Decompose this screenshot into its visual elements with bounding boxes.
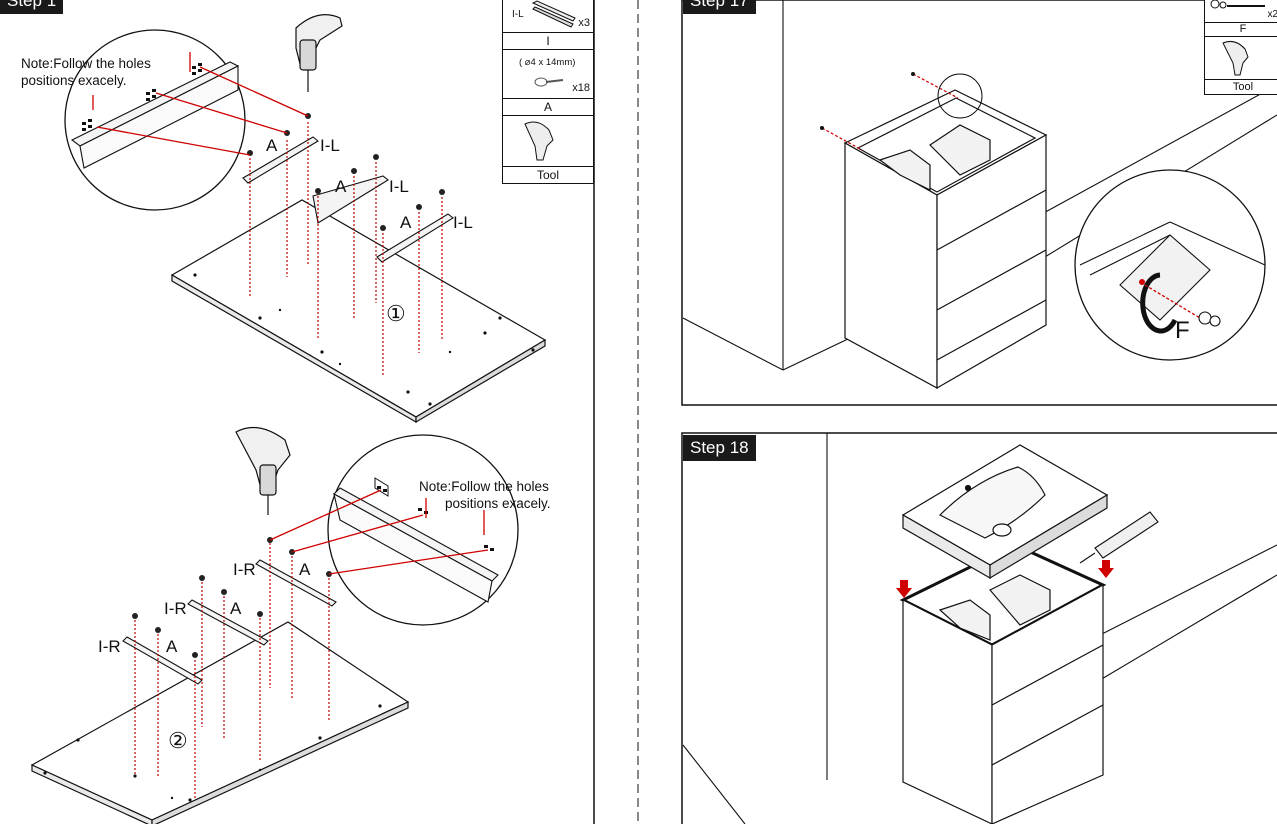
detail-letter-f: F: [1175, 317, 1190, 344]
screw-part-icon: [534, 77, 564, 87]
step18-room: [682, 433, 1277, 824]
note-follow-holes-top: Note:Follow the holes positions exacely.: [21, 56, 151, 88]
label-ir-bottom-2: I-R: [164, 599, 187, 618]
vanity-cabinet-step18: [899, 543, 1107, 824]
leader-lines-top: [92, 52, 309, 156]
screw-guides-bottom: [134, 543, 330, 800]
label-ir-bottom-1: I-R: [233, 560, 256, 579]
rail-part-icon: [531, 0, 576, 28]
label-a-top-2: A: [335, 177, 347, 196]
step17-detail-circle: [1074, 169, 1266, 361]
leader-lines-bottom: [269, 489, 489, 575]
circled-number-1: ①: [386, 301, 406, 326]
step17-screw-dot-2: [820, 126, 824, 130]
label-il-top-1: I-L: [320, 136, 340, 155]
drill-icon-bottom: [235, 426, 291, 515]
parts-table-left: I-L x3 I ( ⌀4 x 14mm) x18 A Tool: [502, 0, 594, 184]
note-follow-holes-bottom-line2: positions exacely.: [445, 496, 551, 511]
screws-top: [247, 113, 445, 231]
label-a-top-1: A: [266, 136, 278, 155]
panel-top-holes: [193, 273, 535, 406]
parts-row-tool: [503, 116, 593, 167]
label-a-top-3: A: [400, 213, 412, 232]
step-18-label: Step 18: [683, 435, 756, 461]
parts-row-screw-id: A: [503, 99, 593, 116]
parts-row-tool-right-label: Tool: [1232, 81, 1254, 93]
note-follow-holes-bottom-line1: Note:Follow the holes: [419, 479, 549, 494]
drill-tool-icon-right: [1222, 41, 1249, 76]
parts-row-fitting-id: F: [1205, 23, 1277, 37]
fitting-qty: x2: [1267, 9, 1277, 20]
silicone-tube: [1079, 511, 1159, 564]
step17-callout-circle: [937, 73, 983, 119]
parts-row-rail: I-L x3: [503, 0, 593, 33]
parts-row-tool-label: Tool: [536, 168, 559, 182]
parts-row-screw: ( ⌀4 x 14mm) x18: [503, 50, 593, 99]
screw-guides-top: [249, 122, 443, 375]
label-il-top-2: I-L: [389, 177, 409, 196]
label-ir-bottom-3: I-R: [98, 637, 121, 656]
panel-top: [170, 199, 547, 424]
step17-screw-dot-1: [911, 72, 915, 76]
rail-part-letter: I-L: [512, 9, 524, 20]
drill-icon-top: [295, 14, 343, 92]
screw-qty: x18: [572, 82, 590, 94]
step-label-left: Step 1: [0, 0, 64, 14]
step17-frame: [681, 0, 1277, 406]
label-a-bottom-1: A: [299, 560, 311, 579]
detail-circle-top: [64, 29, 246, 211]
label-il-top-3: I-L: [453, 213, 473, 232]
fitting-part-icon: [1210, 0, 1265, 9]
sink-top: [901, 444, 1109, 580]
parts-row-tool-right: [1205, 37, 1277, 80]
rails-top: [242, 136, 454, 263]
parts-row-fitting: x2: [1205, 0, 1277, 23]
step18-arrows: [896, 560, 1114, 598]
step17-guides: [821, 73, 959, 151]
panel-bottom: [30, 621, 410, 824]
panel-bottom-holes: [43, 704, 382, 802]
label-a-bottom-3: A: [166, 637, 178, 656]
drill-tool-icon: [524, 121, 554, 161]
rails-bottom: [122, 559, 337, 685]
detail-circle-bottom: [327, 434, 519, 626]
parts-table-right: x2 F Tool: [1204, 0, 1277, 95]
circled-number-2: ②: [168, 728, 188, 753]
rail-part-qty: x3: [578, 17, 590, 29]
step18-frame: [681, 432, 1277, 824]
label-a-bottom-2: A: [230, 599, 242, 618]
vanity-cabinet-step17: [843, 89, 1048, 390]
step-17-label: Step 17: [683, 0, 756, 14]
screw-spec: ( ⌀4 x 14mm): [519, 57, 576, 68]
parts-row-rail-id: I: [503, 33, 593, 50]
